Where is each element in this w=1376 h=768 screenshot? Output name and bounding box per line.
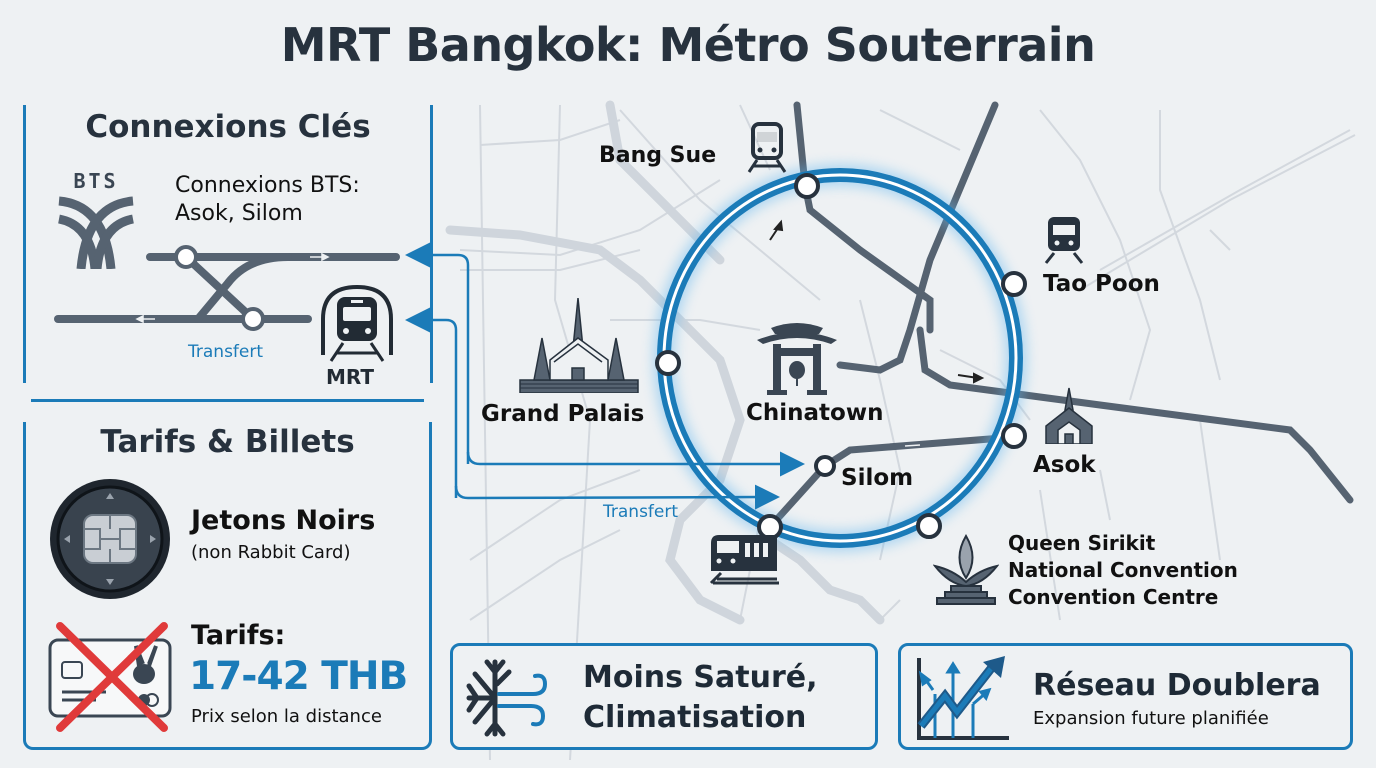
- bts-arches-icon: [57, 196, 135, 270]
- bts-logo: BTS: [55, 169, 137, 270]
- station-bang-sue[interactable]: Bang Sue: [599, 143, 717, 168]
- tokens-subtitle: (non Rabbit Card): [191, 542, 351, 563]
- grand-palace-temple-icon: [519, 298, 639, 393]
- qsncc-line1: Queen Sirikit: [1008, 531, 1156, 555]
- fares-title: Tarifs & Billets: [100, 424, 355, 460]
- black-token-icon: [50, 479, 170, 599]
- fares-panel-edge: [23, 422, 26, 442]
- qsncc-line3: Convention Centre: [1008, 585, 1219, 609]
- expansion-title: Réseau Doublera: [1033, 668, 1321, 703]
- page-title: MRT Bangkok: Métro Souterrain: [280, 18, 1096, 72]
- comfort-line1: Moins Saturé,: [583, 660, 818, 695]
- mrt-train-icon: [321, 284, 393, 362]
- station-qsncc[interactable]: Queen Sirikit National Convention Conven…: [1008, 530, 1238, 611]
- station-asok[interactable]: Asok: [1033, 452, 1096, 478]
- fares-range: 17-42 THB: [189, 654, 408, 699]
- fares-note: Prix selon la distance: [191, 706, 382, 727]
- tokens-title: Jetons Noirs: [191, 505, 376, 536]
- transfer-diagram: [54, 245, 400, 331]
- expansion-subtitle: Expansion future planifiée: [1033, 708, 1269, 729]
- sw-train-icon: [709, 535, 779, 585]
- feature-box-expansion: Réseau Doublera Expansion future planifi…: [898, 643, 1353, 750]
- qsncc-line2: National Convention: [1008, 558, 1238, 582]
- track-white-arrows: [904, 444, 921, 447]
- chinatown-gate-icon: [757, 323, 837, 395]
- growth-chart-icon: [917, 656, 1009, 740]
- connections-panel: Connexions Clés BTS Connexions BTS: Asok…: [23, 105, 433, 389]
- bts-logo-text: BTS: [73, 169, 119, 193]
- bts-connections-line2: Asok, Silom: [175, 201, 303, 226]
- tao-poon-train-icon: [1044, 217, 1084, 264]
- fares-panel: Tarifs & Billets Jetons Noirs (non Rabbi…: [23, 422, 432, 750]
- comfort-line2: Climatisation: [583, 700, 807, 735]
- transfer-label-left: Transfert: [188, 342, 264, 362]
- rabbit-card-crossed-icon: [48, 622, 172, 732]
- station-chinatown[interactable]: Chinatown: [746, 400, 884, 426]
- transfer-arrows: [405, 242, 805, 510]
- bang-sue-train-icon: [747, 122, 787, 173]
- bts-connections-line1: Connexions BTS:: [175, 173, 360, 198]
- mrt-label: MRT: [326, 365, 375, 389]
- feature-box-comfort: Moins Saturé, Climatisation: [450, 643, 878, 750]
- station-silom[interactable]: Silom: [841, 465, 914, 491]
- qsncc-lotus-icon: [933, 534, 999, 605]
- snowflake-wind-icon: [466, 659, 548, 737]
- street-grid: [459, 104, 1356, 761]
- station-grand-palais[interactable]: Grand Palais: [481, 401, 645, 427]
- fares-label: Tarifs:: [191, 620, 286, 651]
- direction-arrows: [769, 219, 985, 384]
- panel-divider: [31, 399, 424, 402]
- connections-title: Connexions Clés: [85, 109, 371, 145]
- station-tao-poon[interactable]: Tao Poon: [1043, 271, 1160, 297]
- asok-temple-icon: [1045, 387, 1093, 444]
- transfer-label-map: Transfert: [603, 502, 679, 522]
